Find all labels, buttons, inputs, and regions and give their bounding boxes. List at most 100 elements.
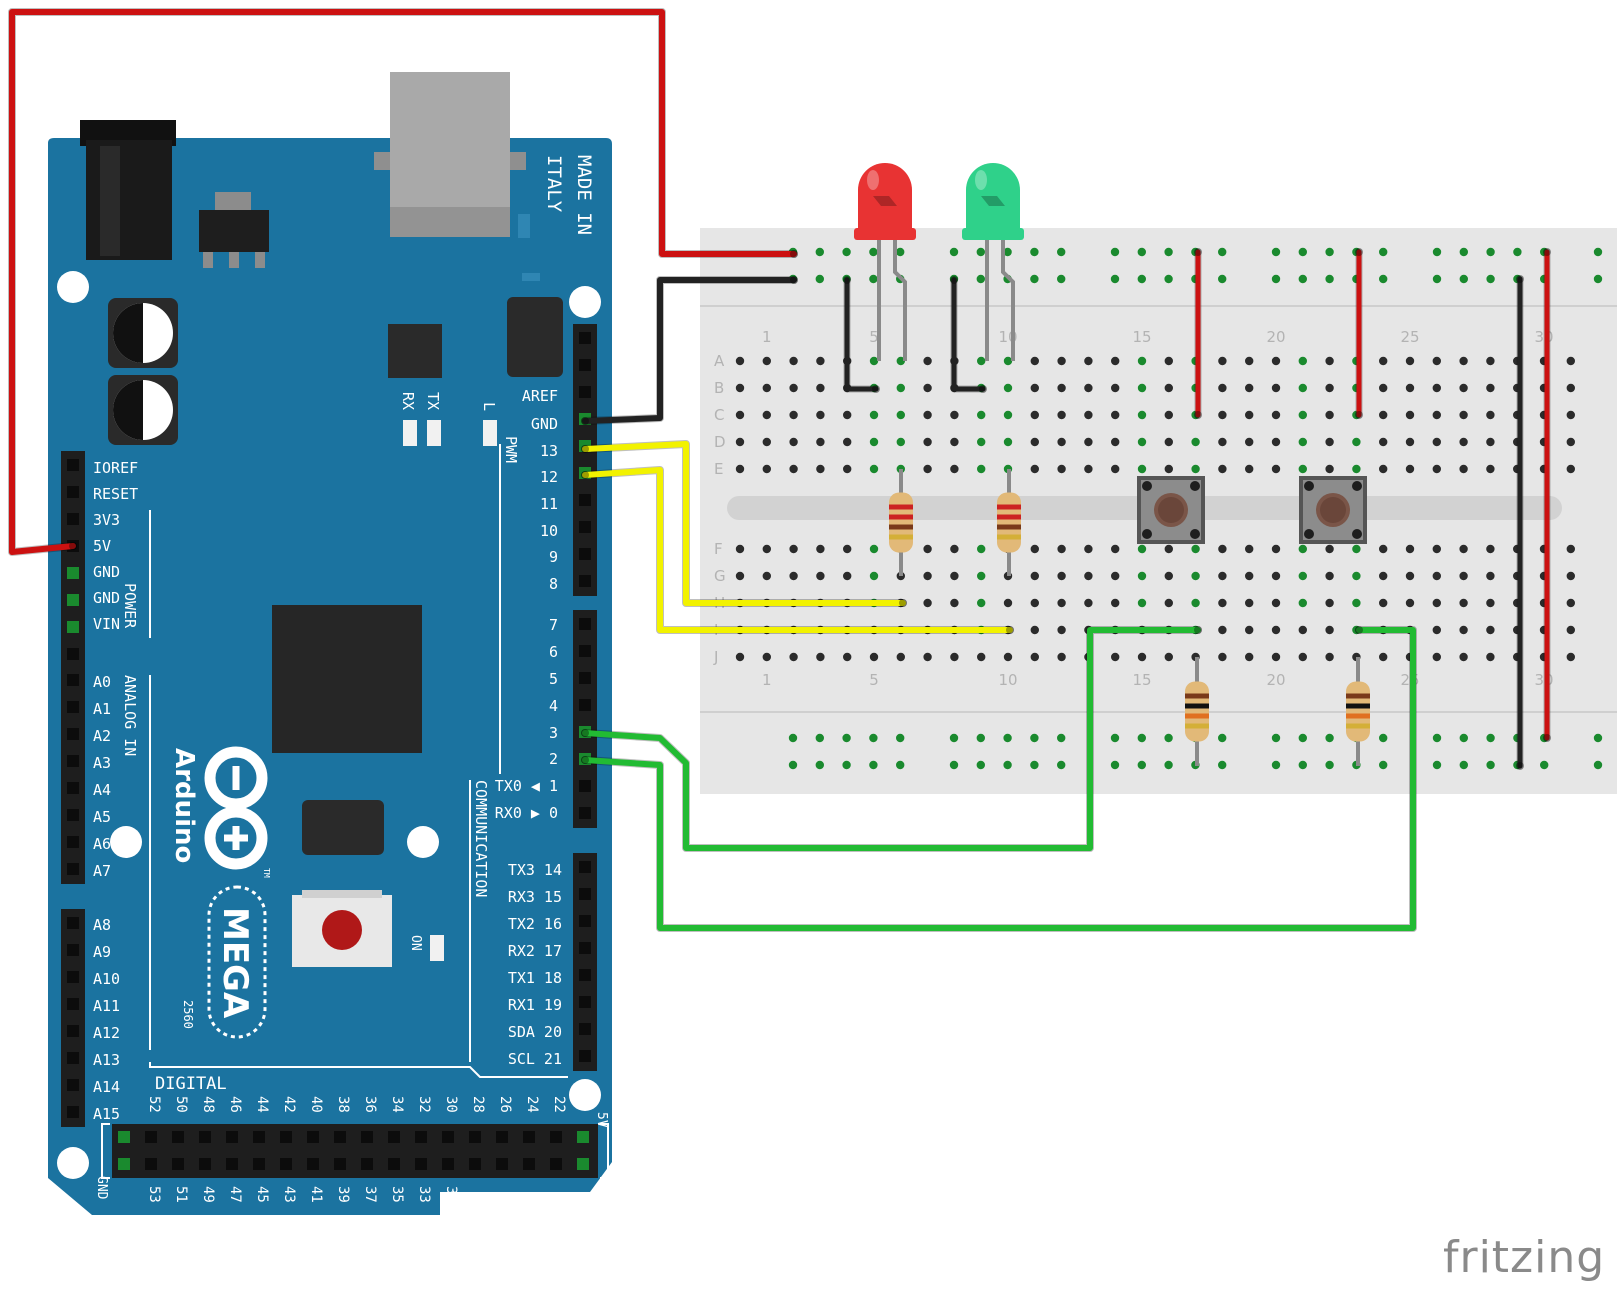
breadboard-hole — [843, 571, 852, 581]
header-pin — [579, 494, 591, 506]
digital-pin-number: 53 — [146, 1186, 162, 1203]
pwm-header-low — [573, 610, 597, 828]
breadboard-hole — [1271, 437, 1281, 447]
power-rail-hole — [1486, 760, 1495, 770]
power-rail-hole — [1432, 733, 1442, 743]
header-pin — [579, 942, 591, 954]
breadboard-hole — [869, 652, 879, 662]
breadboard-hole — [977, 437, 986, 447]
breadboard-hole — [1057, 544, 1066, 554]
breadboard-hole — [950, 464, 959, 474]
header-pin — [67, 1025, 79, 1037]
breadboard-hole — [923, 544, 932, 554]
power-rail-hole — [1271, 760, 1281, 770]
breadboard-hole — [1486, 652, 1495, 662]
mount-hole — [407, 826, 439, 858]
power-rail-hole — [788, 733, 798, 743]
led-resistor-1-body — [889, 492, 913, 553]
reset-button-cap[interactable] — [322, 910, 362, 950]
breadboard-hole — [977, 356, 986, 366]
header-pin — [280, 1158, 292, 1170]
breadboard-hole — [1298, 383, 1308, 393]
digital-pin-label: TX0 ◀ 1 — [495, 777, 558, 795]
breadboard-hole — [816, 356, 825, 366]
breadboard-hole — [950, 544, 959, 554]
digital-pin-label: 8 — [549, 575, 558, 593]
row-letter-j: J — [713, 648, 718, 666]
header-pin — [67, 513, 79, 525]
header-pin — [579, 1050, 591, 1062]
breadboard-hole — [1325, 598, 1334, 608]
wire-5v-rail — [1543, 248, 1551, 742]
breadboard-hole — [735, 544, 745, 554]
breadboard-hole — [1218, 544, 1227, 554]
wire-pin3-button — [581, 626, 1202, 852]
breadboard-hole — [1164, 598, 1174, 608]
power-rail-hole — [1057, 247, 1066, 257]
breadboard-hole — [1566, 437, 1576, 447]
breadboard-hole — [1084, 410, 1093, 420]
power-rail-hole — [1218, 733, 1227, 743]
power-rail-hole — [896, 733, 905, 743]
breadboard-hole — [1352, 437, 1361, 447]
digital-pin-number: 24 — [524, 1096, 540, 1113]
header-pin — [579, 699, 591, 711]
power-rail-hole — [815, 733, 824, 743]
power-rail-hole — [1459, 733, 1469, 743]
breadboard-hole — [1245, 464, 1254, 474]
digital-pin-number: 40 — [308, 1096, 324, 1113]
button-resistor-1-body — [1185, 681, 1209, 742]
header-pin — [361, 1131, 373, 1143]
breadboard-hole — [1030, 464, 1040, 474]
analog-pin-label: A8 — [93, 916, 111, 934]
breadboard-hole — [1137, 383, 1147, 393]
breadboard-hole — [1164, 571, 1174, 581]
fritzing-logo: fritzing — [1443, 1232, 1605, 1283]
breadboard-hole — [1003, 410, 1013, 420]
breadboard-hole — [789, 383, 798, 393]
trademark-label: TM — [262, 868, 271, 878]
breadboard-hole — [843, 652, 852, 662]
breadboard-hole — [1325, 410, 1334, 420]
row-letter-b: B — [714, 379, 724, 397]
header-pin — [579, 645, 591, 657]
breadboard-hole — [762, 464, 771, 474]
breadboard-hole — [1566, 544, 1576, 554]
header-pin — [579, 1023, 591, 1035]
comm-pin-label: TX3 14 — [508, 861, 562, 879]
breadboard-hole — [1164, 410, 1174, 420]
breadboard-hole — [869, 464, 879, 474]
power-rail-hole — [1030, 733, 1039, 743]
breadboard-hole — [1459, 464, 1468, 474]
breadboard-hole — [869, 437, 879, 447]
red-led — [854, 163, 916, 361]
breadboard-hole — [1486, 598, 1495, 608]
power-rail-hole — [1110, 760, 1120, 770]
header-pin — [67, 567, 79, 579]
breadboard-hole — [1352, 464, 1361, 474]
breadboard-hole — [1164, 356, 1174, 366]
power-rail-hole — [1432, 274, 1442, 284]
power-rail-hole — [1325, 247, 1334, 257]
header-pin — [469, 1158, 481, 1170]
breadboard-hole — [1271, 625, 1281, 635]
pin-headers — [61, 324, 609, 1179]
breadboard-hole — [1057, 356, 1066, 366]
power-rail-hole — [1271, 733, 1281, 743]
red-led-rim — [854, 228, 916, 240]
breadboard-hole — [1325, 625, 1334, 635]
header-pin — [67, 701, 79, 713]
breadboard-hole — [1057, 383, 1066, 393]
header-pin — [253, 1131, 265, 1143]
power-rail-hole — [1298, 247, 1308, 257]
breadboard-hole — [950, 410, 959, 420]
breadboard-hole — [1271, 356, 1281, 366]
power-rail-hole — [1057, 760, 1066, 770]
breadboard-hole — [1486, 625, 1495, 635]
breadboard-hole — [1271, 544, 1281, 554]
wire-button-power-2 — [1355, 248, 1363, 419]
power-rail-hole — [976, 247, 985, 257]
breadboard-hole — [1030, 356, 1040, 366]
italy-label: ITALY — [543, 155, 565, 213]
analog-pin-label: A3 — [93, 754, 111, 772]
